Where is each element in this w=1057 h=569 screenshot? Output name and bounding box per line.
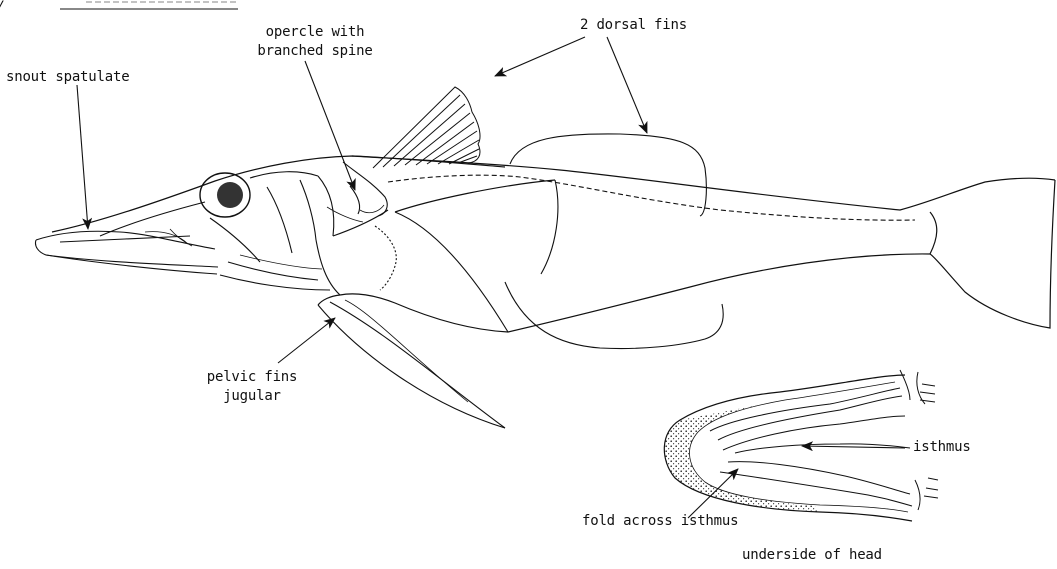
lateral-line bbox=[388, 175, 915, 220]
label-pelvic-line2: jugular bbox=[192, 387, 312, 406]
underside-inset bbox=[664, 370, 938, 521]
label-underside: underside of head bbox=[742, 546, 882, 565]
label-opercle-line2: branched spine bbox=[245, 42, 385, 61]
label-fold: fold across isthmus bbox=[582, 512, 738, 531]
arrow-isthmus bbox=[802, 446, 905, 448]
label-dorsal-fins: 2 dorsal fins bbox=[580, 16, 687, 35]
label-pelvic-line1: pelvic fins bbox=[192, 368, 312, 387]
pectoral-fin bbox=[375, 180, 558, 332]
arrow-opercle bbox=[305, 61, 355, 190]
first-dorsal-fin bbox=[373, 87, 480, 168]
header-fragment: y bbox=[0, 0, 238, 12]
svg-text:y: y bbox=[0, 0, 4, 12]
label-isthmus: isthmus bbox=[913, 438, 971, 457]
label-opercle-line1: opercle with bbox=[245, 23, 385, 42]
label-opercle: opercle with branched spine bbox=[245, 23, 385, 61]
pelvic-fin bbox=[318, 300, 505, 428]
arrow-dorsal-1 bbox=[495, 37, 585, 76]
arrow-dorsal-2 bbox=[607, 37, 647, 133]
anal-fin bbox=[505, 282, 723, 349]
label-pelvic: pelvic fins jugular bbox=[192, 368, 312, 406]
arrow-pelvic bbox=[278, 318, 335, 363]
arrow-snout bbox=[77, 85, 88, 229]
label-snout: snout spatulate bbox=[6, 68, 129, 87]
